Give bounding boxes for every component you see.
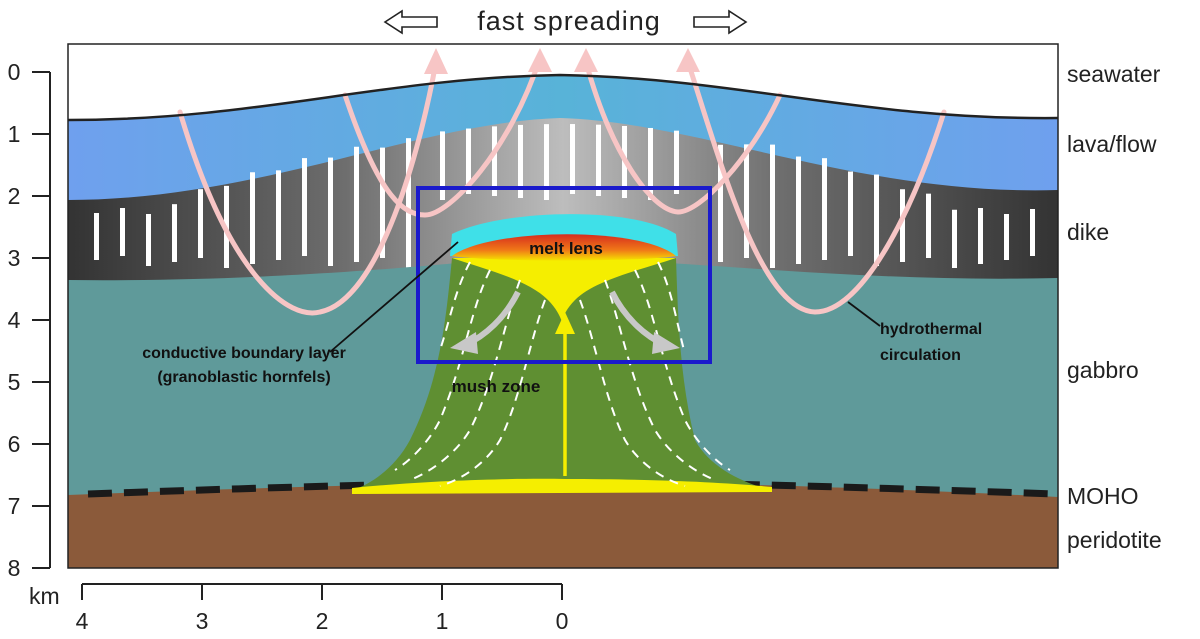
dike-bar [822, 158, 827, 260]
dike-label: dike [1067, 219, 1109, 245]
dike-bar [770, 144, 775, 268]
dike-bar [354, 146, 359, 262]
right-hollow-arrow [693, 9, 748, 35]
depth-tick-label: 8 [8, 555, 21, 581]
depth-tick-label: 3 [8, 245, 21, 271]
depth-tick-label: 5 [8, 369, 21, 395]
dike-bar [466, 128, 471, 194]
depth-tick-label: 7 [8, 493, 21, 519]
dike-bar [978, 208, 983, 264]
seafloor-line [68, 73, 1058, 122]
melt-funnel [452, 258, 676, 322]
distance-tick-label: 2 [316, 608, 329, 634]
dike-bar [1030, 209, 1035, 256]
boundary-leader [329, 241, 459, 353]
distance-axis: km 4 3 2 1 0 [29, 583, 568, 634]
moho-label: MOHO [1067, 483, 1139, 509]
gabbro-label: gabbro [1067, 357, 1139, 383]
hydro-label-1: hydrothermal [880, 321, 982, 338]
depth-tick-label: 0 [8, 59, 21, 85]
distance-tick-label: 4 [76, 608, 89, 634]
dike-bar [172, 204, 177, 262]
boundary-label-1: conductive boundary layer [142, 345, 346, 362]
outflow-arrowhead-right [652, 332, 680, 354]
upwelling-arrow [555, 312, 575, 476]
dike-bar [596, 124, 601, 196]
dike-bar [518, 124, 523, 198]
dike-bar [544, 124, 549, 200]
dike-bar [440, 131, 445, 200]
mush-zone-label: mush zone [452, 377, 541, 396]
diagram-frame [67, 43, 1059, 569]
dike-bar [328, 157, 333, 266]
title-text: fast spreading [477, 6, 661, 36]
distance-tick-label: 3 [196, 608, 209, 634]
dike-bar [648, 127, 653, 200]
hydrothermal-curves [177, 55, 947, 316]
dike-bar [198, 189, 203, 258]
dike-bar [120, 208, 125, 256]
dike-bar [874, 174, 879, 266]
seawater-label: seawater [1067, 61, 1161, 87]
distance-tick-label: 1 [436, 608, 449, 634]
hydro-label-2: circulation [880, 347, 961, 364]
dike-bar [926, 193, 931, 258]
boundary-label-2: (granoblastic hornfels) [157, 369, 330, 386]
left-hollow-arrow [383, 9, 438, 35]
base-sill [352, 478, 772, 494]
peridotite-label: peridotite [1067, 527, 1162, 553]
dike-bar [380, 147, 385, 258]
dike-bar [406, 138, 411, 268]
depth-tick-label: 6 [8, 431, 21, 457]
dike-bar [796, 156, 801, 264]
dike-bar [302, 158, 307, 256]
melt-lens-label: melt lens [529, 239, 603, 258]
dike-bar [718, 144, 723, 262]
melt-lens [452, 234, 676, 261]
dike-bar [1004, 214, 1009, 260]
hydrothermal-arrowheads [424, 48, 700, 74]
dike-bar [492, 126, 497, 196]
dike-bar [276, 170, 281, 260]
depth-axis: 0 1 2 3 4 5 6 7 8 [8, 59, 51, 581]
distance-unit-label: km [29, 583, 60, 609]
dike-bar [94, 213, 99, 260]
dike-bar [146, 214, 151, 266]
dike-bar [744, 144, 749, 258]
dike-bar [900, 189, 905, 262]
peridotite-layer [68, 482, 1058, 568]
focus-box [416, 186, 712, 364]
distance-tick-label: 0 [556, 608, 569, 634]
dike-bar [952, 209, 957, 268]
dike-bar [250, 172, 255, 264]
dike-bar [848, 171, 853, 256]
lava-label: lava/flow [1067, 131, 1157, 157]
dike-bar [570, 124, 575, 194]
mush-zone [352, 258, 772, 490]
mush-flow-lines [394, 261, 731, 487]
hydro-leader [847, 301, 881, 327]
depth-tick-label: 2 [8, 183, 21, 209]
depth-tick-label: 1 [8, 121, 21, 147]
dike-bar [674, 130, 679, 194]
outflow-arrowhead-left [450, 332, 478, 354]
depth-tick-label: 4 [8, 307, 21, 333]
spreading-title: fast spreading [383, 6, 748, 36]
